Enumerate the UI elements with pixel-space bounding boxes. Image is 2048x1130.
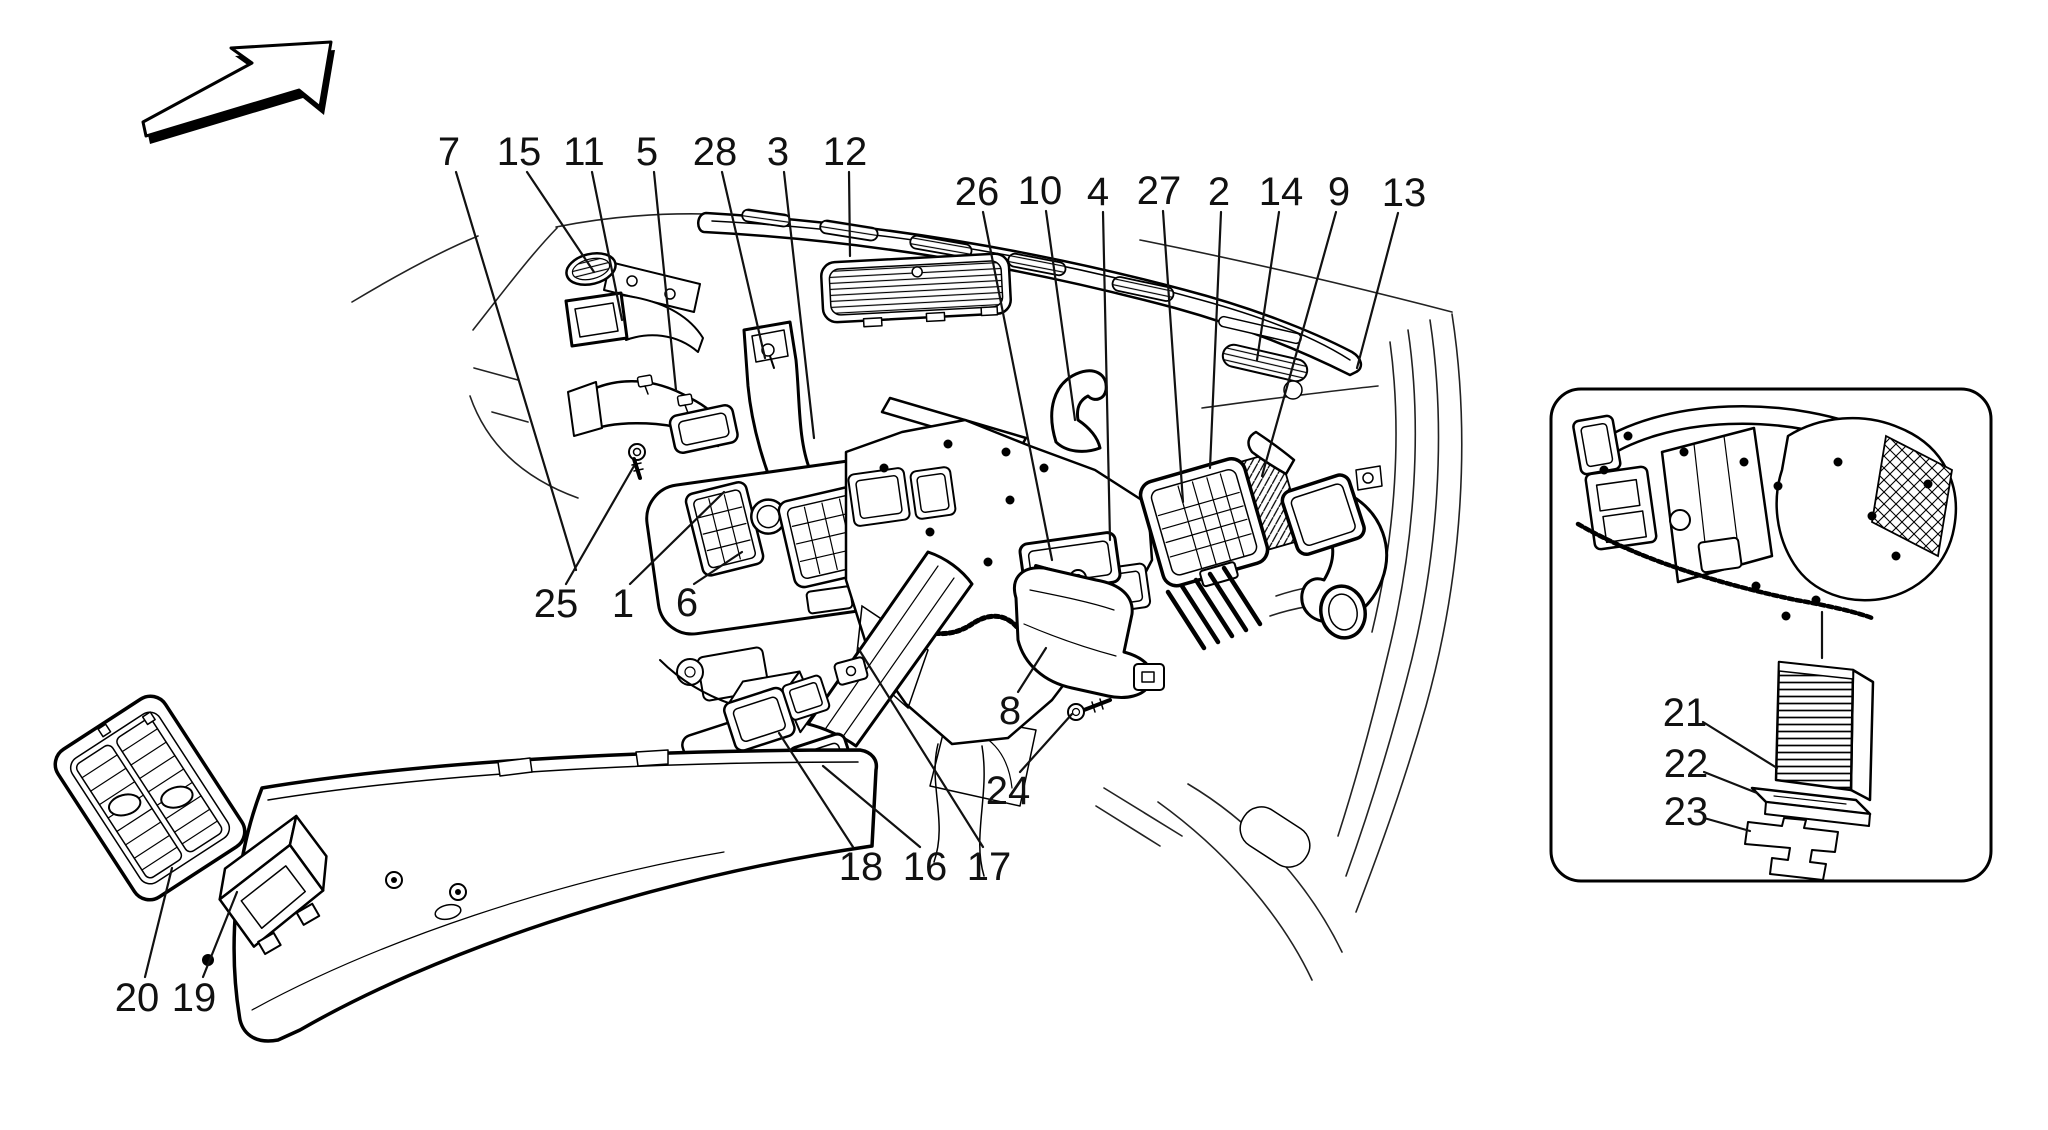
center-vent-left-grille — [684, 481, 765, 577]
leader-line-28 — [720, 170, 767, 360]
callout-20: 20 — [115, 976, 160, 1020]
leader-line-7 — [454, 170, 578, 572]
rear-sill-duct — [202, 748, 879, 1043]
callout-11: 11 — [563, 130, 605, 174]
retainer-clips — [636, 374, 694, 414]
floor-duct-17 — [806, 550, 974, 748]
callout-6: 6 — [676, 581, 698, 625]
leader-line-17 — [856, 646, 985, 849]
screw-24 — [1067, 698, 1112, 721]
rear-vent-grille-20 — [53, 694, 247, 902]
callout-12: 12 — [823, 130, 868, 174]
leader-line-13 — [1355, 211, 1400, 370]
callout-17: 17 — [967, 845, 1012, 889]
leader-line-12 — [847, 170, 852, 258]
callout-9: 9 — [1328, 170, 1350, 214]
leader-line-4 — [1101, 210, 1112, 542]
side-vent-assembly — [1138, 449, 1306, 651]
callout-4: 4 — [1087, 170, 1109, 214]
side-air-duct — [1247, 430, 1389, 640]
orientation-arrow-icon — [141, 40, 335, 144]
leader-line-20 — [143, 866, 174, 979]
dashboard-top-rail — [603, 208, 1363, 400]
floor-duct-cluster — [681, 550, 974, 819]
leader-line-18 — [777, 731, 855, 849]
hook-duct-10 — [1050, 369, 1108, 453]
callout-26: 26 — [955, 170, 1000, 214]
callout-18: 18 — [839, 845, 884, 889]
callout-13: 13 — [1382, 171, 1427, 215]
leader-line-16 — [821, 764, 922, 849]
callout-19: 19 — [172, 976, 217, 1020]
leader-line-23 — [1702, 816, 1752, 833]
callout-23: 23 — [1664, 790, 1709, 834]
leader-line-1 — [628, 490, 726, 586]
leader-line-22 — [1702, 770, 1759, 795]
leader-line-27 — [1161, 209, 1185, 504]
leader-line-14 — [1255, 210, 1281, 362]
duct-bellows — [1165, 565, 1263, 651]
leader-line-21 — [1701, 720, 1779, 770]
leader-line-9 — [1260, 210, 1338, 478]
leader-line-8 — [1016, 646, 1048, 694]
diffusion-duct-8 — [1013, 566, 1165, 699]
leader-line-19 — [201, 890, 239, 979]
leader-line-15 — [525, 170, 596, 274]
callout-22: 22 — [1664, 742, 1709, 786]
callout-27: 27 — [1137, 169, 1182, 213]
leader-line-26 — [981, 210, 1054, 562]
callout-2: 2 — [1208, 170, 1230, 214]
callout-7: 7 — [438, 130, 460, 174]
leader-line-5 — [652, 170, 678, 392]
callout-15: 15 — [497, 130, 542, 174]
leader-line-3 — [782, 170, 816, 440]
callout-21: 21 — [1663, 691, 1708, 735]
duct-round-outlet — [1319, 584, 1367, 640]
callout-14: 14 — [1259, 170, 1304, 214]
filter-cover-22 — [1750, 786, 1872, 827]
screw-25 — [628, 443, 646, 480]
callout-28: 28 — [693, 130, 738, 174]
leader-line-25 — [564, 464, 636, 586]
callout-24: 24 — [986, 769, 1031, 813]
mounting-bracket-19 — [218, 814, 328, 956]
callout-3: 3 — [767, 130, 789, 174]
callout-5: 5 — [636, 130, 658, 174]
duct-end-pad — [668, 404, 739, 455]
defroster-side-slot — [1221, 343, 1309, 383]
callout-10: 10 — [1018, 169, 1063, 213]
callout-16: 16 — [903, 845, 948, 889]
leader-line-10 — [1044, 209, 1077, 422]
defroster-grille — [820, 252, 1012, 328]
lateral-demister-duct — [564, 291, 704, 353]
cabin-air-filter-21 — [1774, 660, 1875, 802]
leader-line-24 — [1018, 712, 1074, 774]
inset-detail-box — [1549, 387, 1993, 883]
leader-line-6 — [692, 550, 744, 586]
upper-distribution-duct — [567, 374, 739, 455]
filter-bracket-23 — [1744, 817, 1839, 881]
inset-hvac-overview — [1572, 405, 1958, 660]
callout-8: 8 — [999, 689, 1021, 733]
callout-25: 25 — [534, 582, 579, 626]
callout-1: 1 — [612, 582, 634, 626]
leader-line-11 — [590, 170, 624, 322]
leader-line-2 — [1208, 210, 1223, 470]
